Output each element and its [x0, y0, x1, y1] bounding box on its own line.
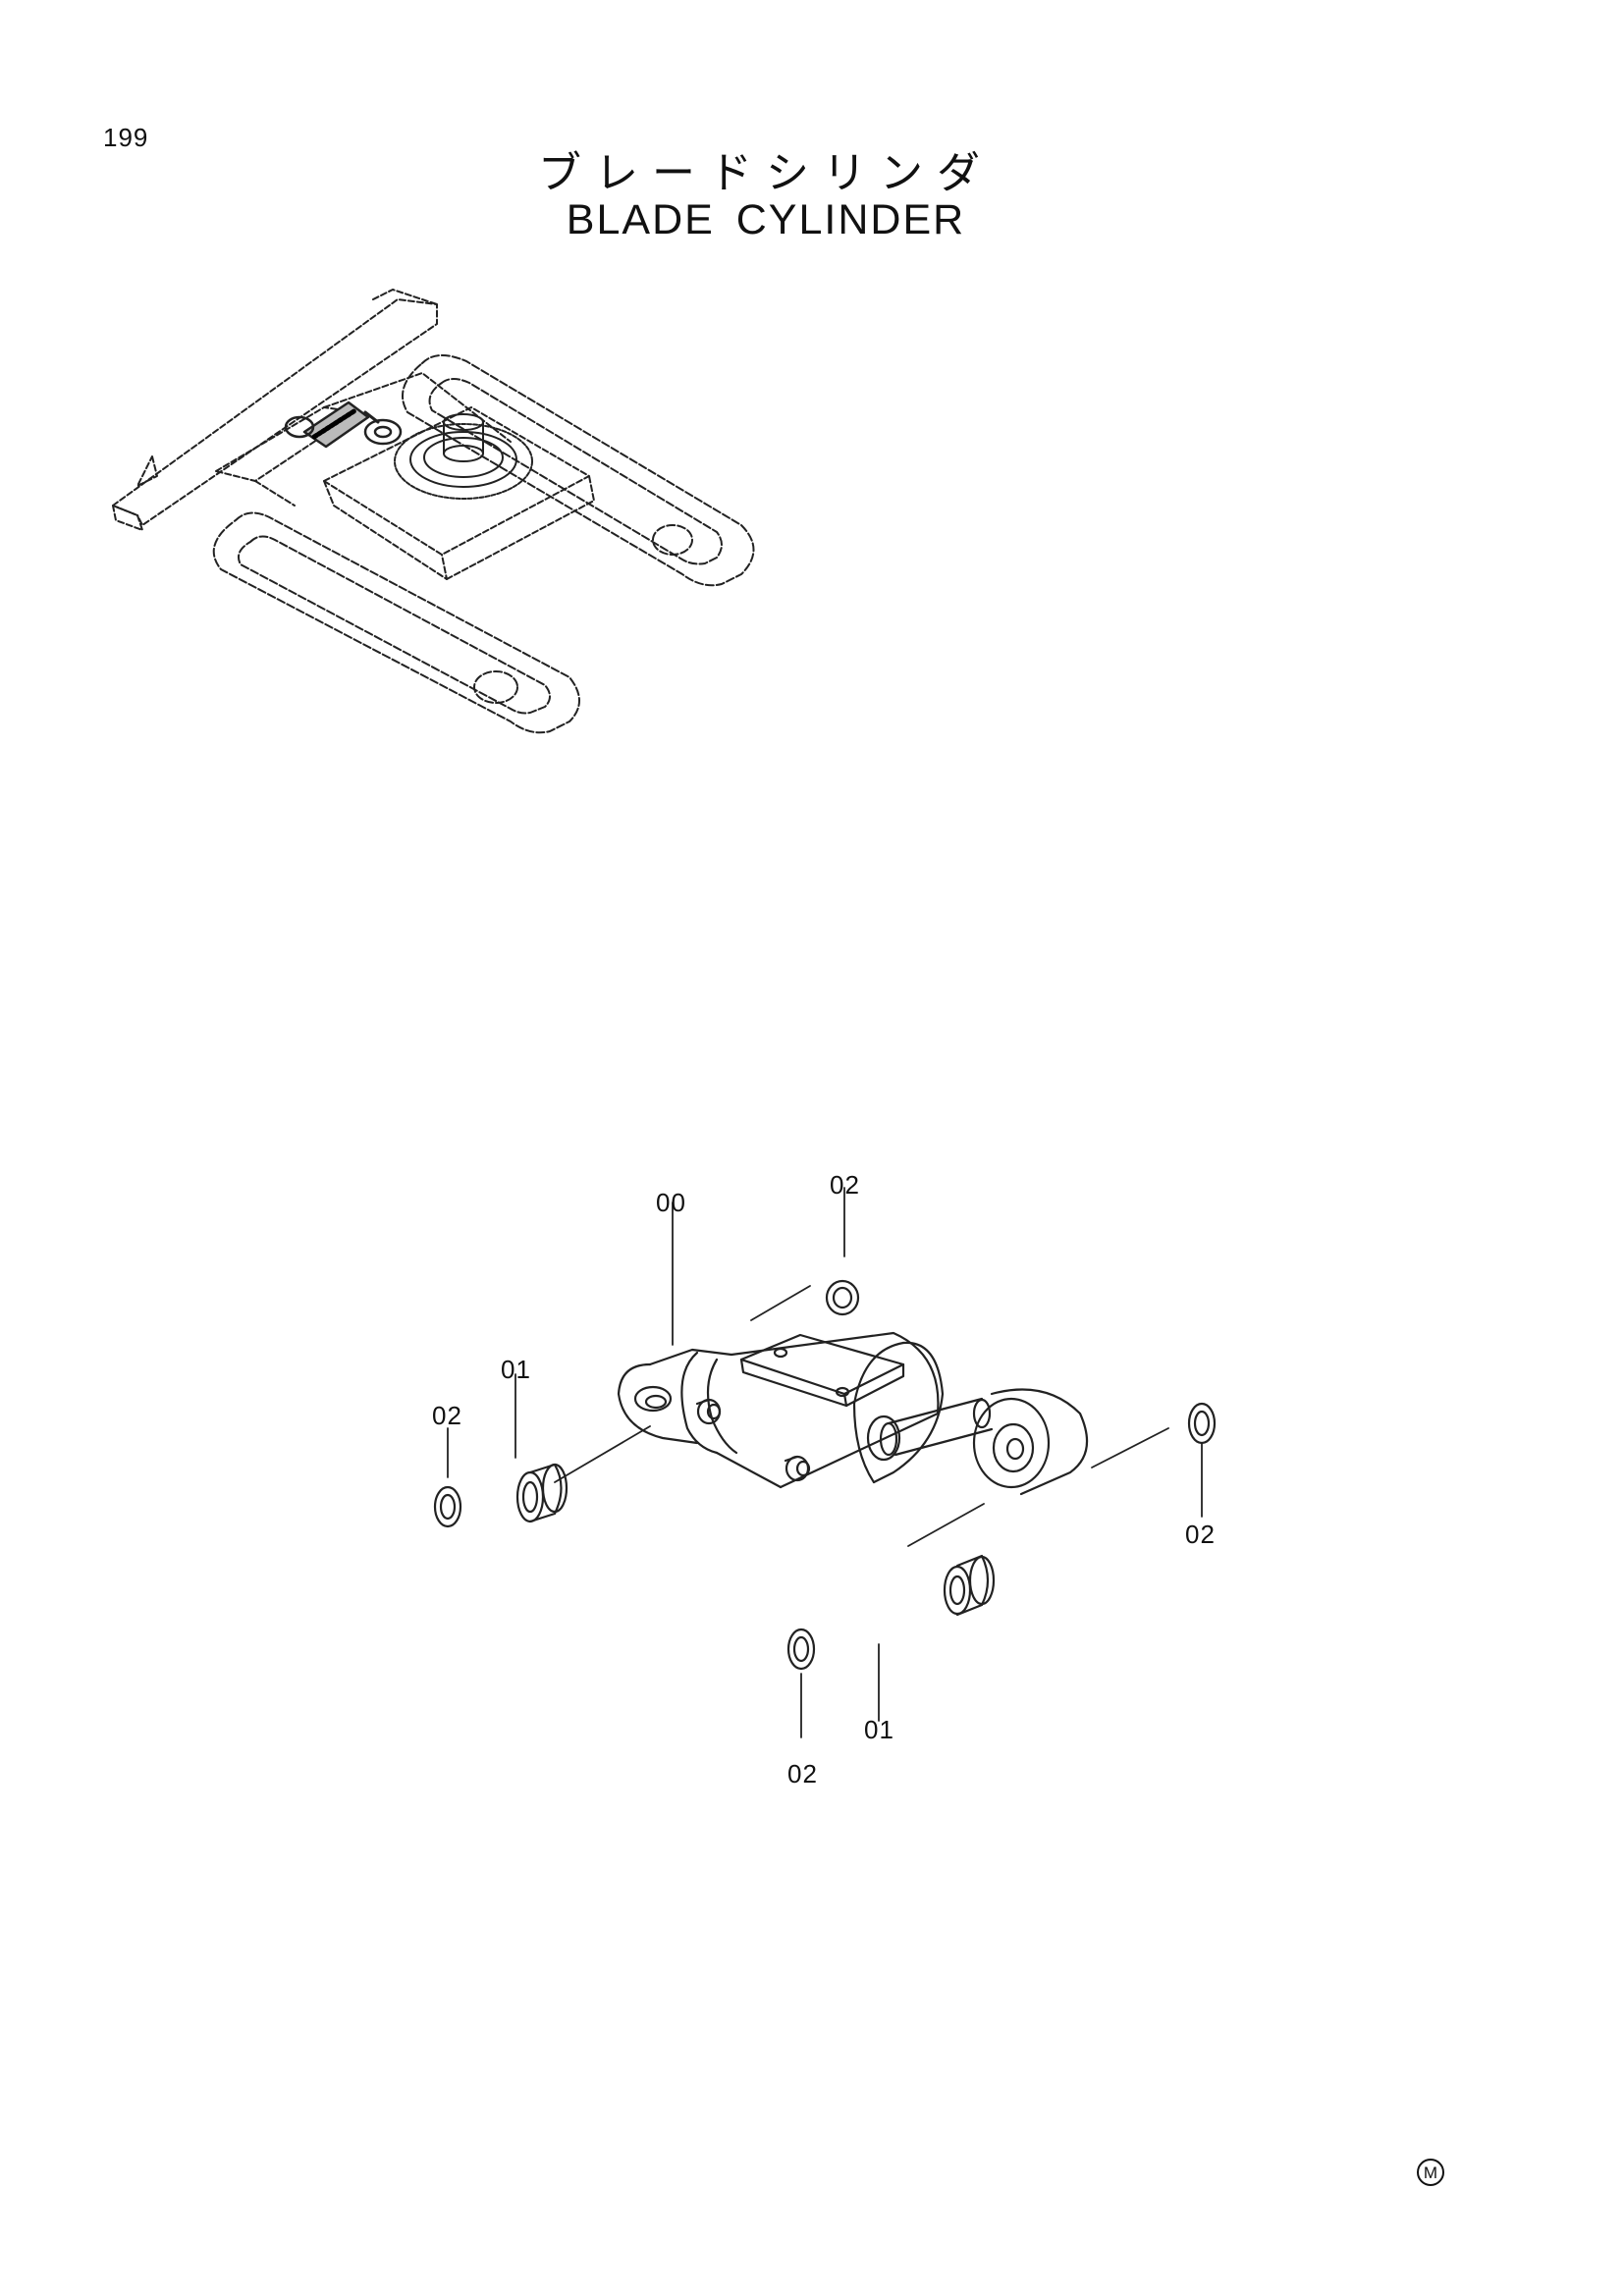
callout-00: 00: [656, 1188, 686, 1217]
callout-02-top: 02: [830, 1170, 860, 1200]
leader-lines: [447, 1187, 1203, 1738]
seal-left: [433, 1485, 462, 1528]
blade-cylinder-highlight: [284, 400, 403, 449]
callout-01-left: 01: [501, 1355, 531, 1384]
mark-letter: M: [1424, 2163, 1437, 2182]
bushing-bottom: [943, 1554, 996, 1617]
callout-02-bottom: 02: [787, 1759, 818, 1789]
track-left: [212, 511, 580, 734]
rod-end-eye: [972, 1388, 1089, 1496]
undercarriage-overview-illustration: [112, 289, 755, 734]
page-number: 199: [103, 123, 149, 152]
title-english: BLADE CYLINDER: [566, 196, 966, 243]
seal-right: [1187, 1402, 1217, 1445]
cylinder-gland: [852, 1341, 945, 1484]
swing-bearing: [394, 413, 533, 500]
blade-cylinder-exploded-view: [433, 1187, 1217, 1738]
callout-02-right: 02: [1185, 1520, 1216, 1549]
callout-01-bottom: 01: [864, 1715, 894, 1744]
track-right: [402, 354, 755, 587]
cylinder-tube: [617, 1331, 940, 1489]
bushing-left: [515, 1463, 568, 1523]
callout-02-left: 02: [432, 1401, 462, 1430]
circled-m-mark: M: [1417, 2159, 1444, 2186]
seal-bottom: [786, 1628, 816, 1671]
seal-top: [825, 1279, 860, 1316]
blade-arms: [215, 372, 512, 507]
dozer-blade: [112, 289, 438, 531]
title-japanese: ブレードシリンダ: [538, 148, 994, 198]
